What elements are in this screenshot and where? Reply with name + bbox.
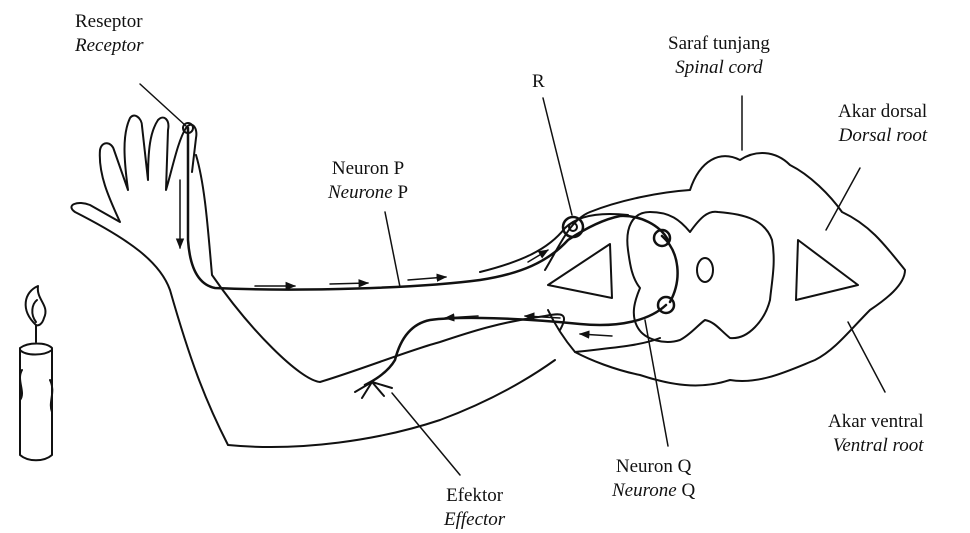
label-dorsal-root: Akar dorsal Dorsal root <box>838 100 927 148</box>
white-matter-left <box>548 244 612 298</box>
spinal-cord-outline <box>545 153 905 385</box>
label-ventral-root-en: Ventral root <box>828 434 923 458</box>
label-spinal-cord-ms: Saraf tunjang <box>668 32 770 56</box>
label-spinal-cord: Saraf tunjang Spinal cord <box>668 32 770 80</box>
label-spinal-cord-en: Spinal cord <box>668 56 770 80</box>
effector-endings <box>355 382 392 398</box>
leader-ventral-root <box>848 322 885 392</box>
leader-neuron-p <box>385 212 400 287</box>
label-neuron-q: Neuron Q Neurone Q <box>612 455 695 503</box>
leader-effector <box>392 393 460 475</box>
label-neuron-q-suffix: Q <box>681 480 695 501</box>
label-neuron-q-en: Neurone <box>612 480 677 501</box>
label-effector: Efektor Effector <box>444 484 505 532</box>
label-dorsal-root-ms: Akar dorsal <box>838 100 927 124</box>
label-receptor: Reseptor Receptor <box>75 10 144 58</box>
label-r-text: R <box>532 71 545 92</box>
arrow-6 <box>580 334 612 336</box>
label-neuron-q-ms: Neuron Q <box>612 455 695 479</box>
label-receptor-en: Receptor <box>75 34 144 58</box>
label-effector-en: Effector <box>444 508 505 532</box>
label-dorsal-root-en: Dorsal root <box>838 124 927 148</box>
leader-r <box>543 98 572 215</box>
label-effector-ms: Efektor <box>444 484 505 508</box>
label-neuron-p-suffix: P <box>397 182 408 203</box>
central-canal <box>697 258 713 282</box>
dorsal-root <box>480 214 628 272</box>
label-neuron-p: Neuron P Neurone P <box>328 157 408 205</box>
leader-receptor <box>140 84 186 126</box>
label-r: R <box>532 70 545 94</box>
label-neuron-p-ms: Neuron P <box>328 157 408 181</box>
ventral-root <box>575 338 660 352</box>
white-matter-right <box>796 240 858 300</box>
arrow-3 <box>330 283 368 284</box>
grey-matter <box>627 212 773 342</box>
candle-icon <box>20 325 52 460</box>
motor-neuron-path <box>365 305 666 385</box>
arrow-4 <box>408 277 446 280</box>
label-ventral-root: Akar ventral Ventral root <box>828 410 923 458</box>
arm-outline <box>71 116 564 447</box>
flame-icon <box>26 286 46 325</box>
label-receptor-ms: Reseptor <box>75 10 144 34</box>
label-neuron-p-en: Neurone <box>328 182 393 203</box>
label-ventral-root-ms: Akar ventral <box>828 410 923 434</box>
